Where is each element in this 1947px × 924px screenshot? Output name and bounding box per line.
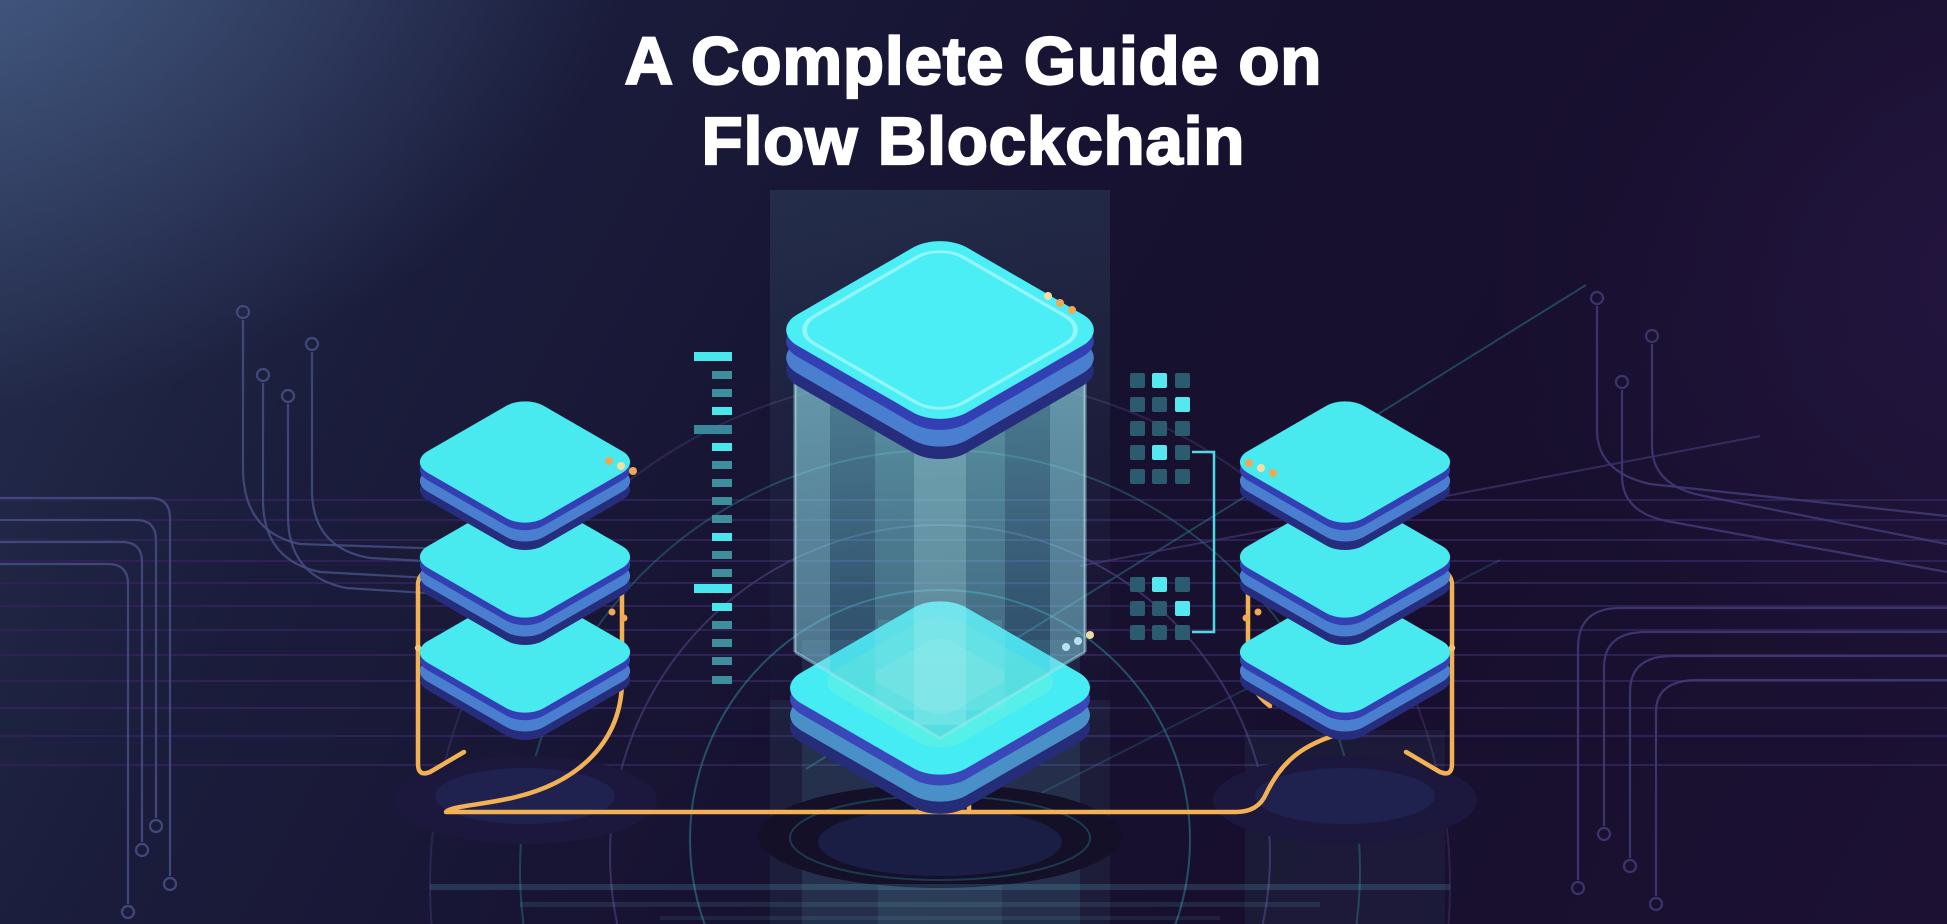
circuit-traces-right [1570,290,1947,912]
center-glass-cube [770,231,1110,823]
title-line-1: A Complete Guide on [624,23,1323,100]
left-node-stack [409,395,641,747]
glass-body [793,346,1087,740]
floor-sheen [430,884,1450,920]
page-title: A Complete Guide on Flow Blockchain [0,22,1947,183]
title-line-2: Flow Blockchain [701,103,1246,180]
grid-connector-bracket [1192,450,1216,634]
data-grid-lower [1130,577,1190,640]
circuit-traces-left [0,304,557,920]
dash-ladder [694,352,732,684]
data-grid-upper [1130,373,1190,484]
right-node-stack [1229,395,1461,747]
